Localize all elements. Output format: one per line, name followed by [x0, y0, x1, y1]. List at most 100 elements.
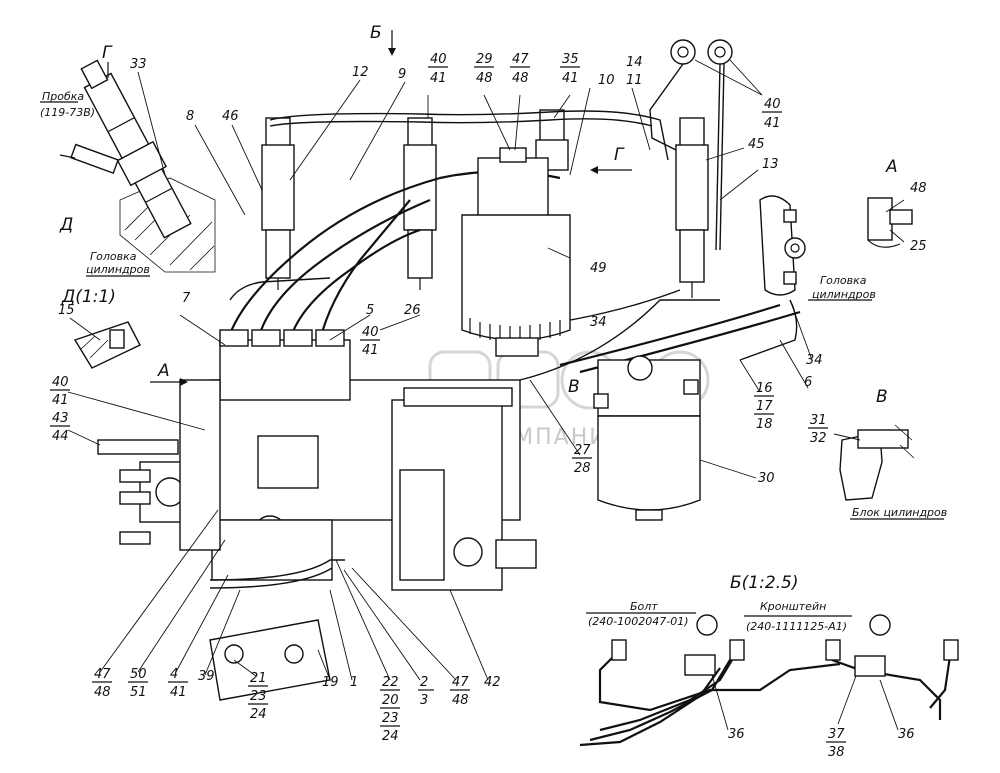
callout: 50	[130, 667, 147, 682]
callout: 34	[590, 315, 607, 330]
callout: 24	[250, 707, 267, 722]
view-g-arrow-label: Г	[614, 145, 625, 165]
bolt-name-label: Болт	[630, 600, 658, 613]
callout: 40	[362, 325, 379, 340]
callout: 27	[574, 443, 591, 458]
detail-a-drawing	[867, 197, 913, 248]
callout: 41	[362, 343, 379, 358]
callout: 43	[52, 411, 69, 426]
view-a-detail-label: А	[885, 157, 898, 177]
callout: 34	[806, 353, 823, 368]
callout: 29	[476, 52, 493, 67]
callout: 11	[626, 73, 643, 88]
callout: 47	[512, 52, 529, 67]
callout: 41	[52, 393, 69, 408]
left-cyl-head-label-2: цилиндров	[86, 263, 150, 276]
view-v-detail-label: В	[876, 387, 888, 407]
callout: 41	[430, 71, 447, 86]
callout: 28	[574, 461, 591, 476]
callout: 4	[170, 667, 178, 682]
callout: 48	[94, 685, 111, 700]
callout: 40	[430, 52, 447, 67]
callout: 22	[382, 675, 399, 690]
block-label: Блок цилиндров	[852, 506, 947, 519]
callout: 16	[756, 381, 773, 396]
callout: 48	[452, 693, 469, 708]
injection-pump	[97, 329, 537, 591]
callout: 38	[828, 745, 845, 760]
bracket-name-label: Кронштейн	[760, 600, 826, 613]
injector-4	[675, 117, 709, 298]
detail-v-drawing	[839, 424, 915, 501]
left-cyl-head-label-1: Головка	[90, 250, 137, 263]
callout: 24	[382, 729, 399, 744]
right-cyl-head-label-2: цилиндров	[812, 288, 876, 301]
callout: 41	[170, 685, 187, 700]
right-cyl-head-label-1: Головка	[820, 274, 867, 287]
pump-bracket	[209, 559, 345, 701]
fine-fuel-filter	[461, 147, 571, 357]
injector-1	[261, 117, 295, 290]
detail-d-drawing	[73, 321, 141, 369]
view-b-arrow-label: Б	[370, 23, 382, 43]
callout: 47	[452, 675, 469, 690]
callout: 5	[366, 303, 374, 318]
callout: 44	[52, 429, 69, 444]
view-g-top-label: Г	[102, 43, 113, 63]
leader-lines	[67, 59, 905, 731]
callout: 25	[910, 239, 927, 254]
callout: 33	[130, 57, 147, 72]
callout: 32	[810, 431, 827, 446]
detail-b-pipes	[579, 614, 959, 747]
leakoff-loop-right	[649, 39, 733, 251]
callout: 48	[512, 71, 529, 86]
callout: 42	[484, 675, 501, 690]
callout: 17	[756, 399, 773, 414]
callout: 51	[130, 685, 147, 700]
callout: 21	[250, 671, 267, 686]
callout: 12	[352, 65, 369, 80]
callout: 14	[626, 55, 643, 70]
callout: 23	[250, 689, 267, 704]
callout: 1	[350, 675, 358, 690]
callout: 2	[420, 675, 428, 690]
callout: 15	[58, 303, 75, 318]
callout: 30	[758, 471, 775, 486]
callout: 18	[756, 417, 773, 432]
callout: 35	[562, 52, 579, 67]
callout: 40	[764, 97, 781, 112]
callout: 48	[476, 71, 493, 86]
callout: 3	[420, 693, 428, 708]
view-b-detail-label: Б(1:2.5)	[730, 573, 799, 593]
callout: 8	[186, 109, 194, 124]
right-cylinder-head-plate	[759, 195, 806, 296]
callout-numbers: 33 12 9 40 41 29 48 47 48 35 41 10 14 11…	[50, 52, 927, 760]
view-v-arrow-label: В	[568, 377, 580, 397]
callout: 13	[762, 157, 779, 172]
callout: 6	[804, 375, 812, 390]
callout: 9	[398, 67, 406, 82]
view-a-arrow-label: А	[157, 361, 170, 381]
plug-name-label: Пробка	[42, 90, 84, 103]
callout: 7	[182, 291, 191, 306]
leakoff-pipe-top	[269, 110, 669, 161]
callout: 26	[404, 303, 421, 318]
plug-code-label: (119-73В)	[40, 106, 95, 119]
bolt-code-label: (240-1002047-01)	[588, 615, 689, 628]
callout: 19	[322, 675, 339, 690]
callout: 10	[598, 73, 615, 88]
callout: 36	[898, 727, 915, 742]
bracket-code-label: (240-1111125-А1)	[746, 620, 847, 633]
callout: 45	[748, 137, 765, 152]
coarse-fuel-filter	[593, 355, 701, 521]
view-d-detail-label: Д(1:1)	[61, 287, 116, 307]
callout: 41	[562, 71, 579, 86]
view-d-side-label: Д	[59, 215, 73, 235]
callout: 48	[910, 181, 927, 196]
callout: 31	[810, 413, 827, 428]
callout: 36	[728, 727, 745, 742]
callout: 20	[382, 693, 399, 708]
callout: 40	[52, 375, 69, 390]
callout: 47	[94, 667, 111, 682]
